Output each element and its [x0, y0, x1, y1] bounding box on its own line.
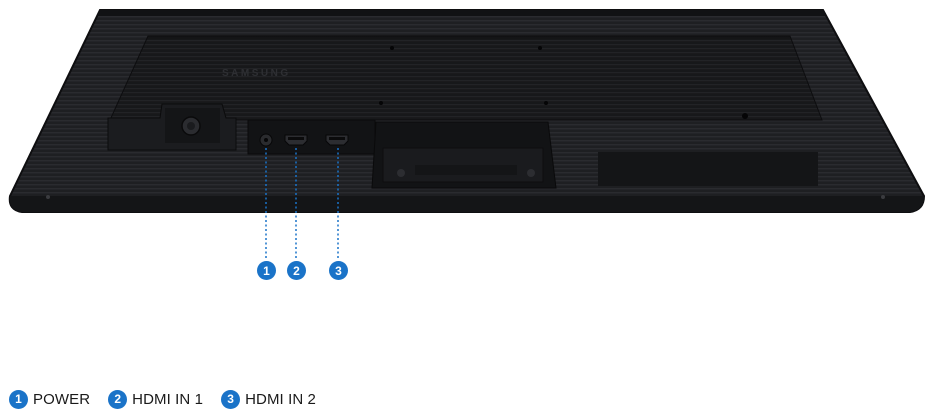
- brand-logo: SAMSUNG: [222, 68, 291, 79]
- callout-marker-2: 2: [287, 261, 306, 280]
- legend-item-hdmi-2: 3 HDMI IN 2: [221, 389, 316, 409]
- legend-item-power: 1 POWER: [9, 389, 91, 409]
- legend-number-1: 1: [9, 389, 28, 409]
- callout-marker-3: 3: [329, 261, 348, 280]
- port-legend: 1 POWER 2 HDMI IN 1 3 HDMI IN 2: [9, 388, 334, 410]
- legend-label-power: POWER: [33, 390, 91, 408]
- legend-label-hdmi-2: HDMI IN 2: [245, 390, 316, 408]
- legend-item-hdmi-1: 2 HDMI IN 1: [108, 389, 204, 409]
- legend-number-3: 3: [221, 389, 241, 409]
- legend-label-hdmi-1: HDMI IN 1: [132, 390, 204, 408]
- legend-number-2: 2: [108, 389, 128, 409]
- callout-marker-1: 1: [257, 261, 276, 280]
